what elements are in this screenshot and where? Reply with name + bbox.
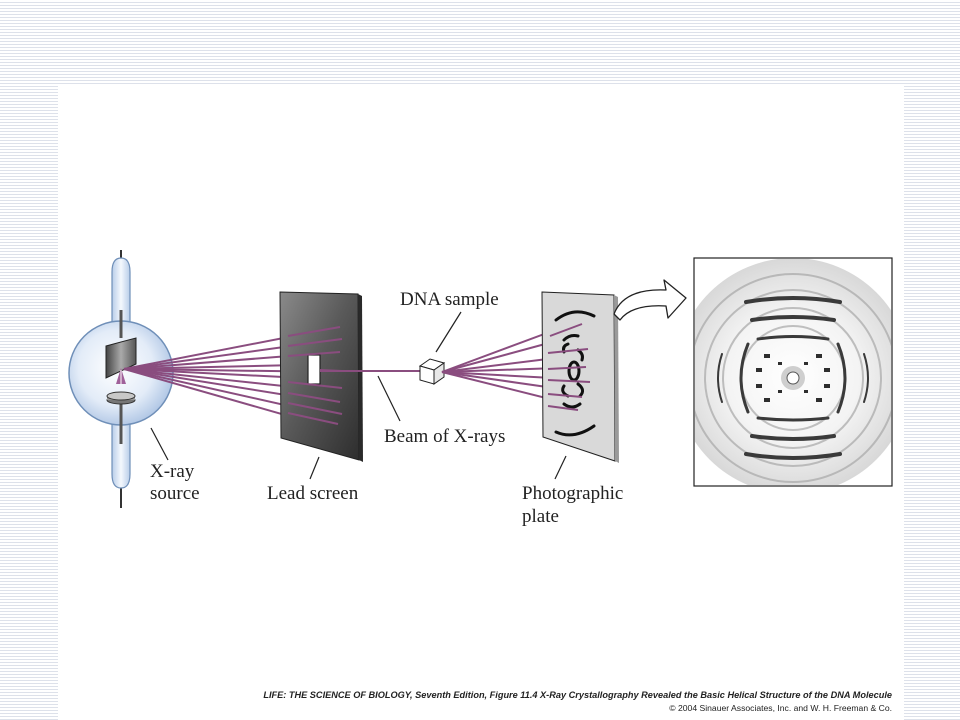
leader-lines xyxy=(150,311,567,480)
xray-tube xyxy=(68,250,174,508)
label-xray-source-1: X-ray xyxy=(150,461,195,482)
slide: DNA sample Beam of X-rays X-ray source L… xyxy=(58,84,904,720)
label-photographic-plate-2: plate xyxy=(522,506,559,527)
xray-crystallography-diagram: DNA sample Beam of X-rays X-ray source L… xyxy=(68,250,893,527)
label-lead-screen: Lead screen xyxy=(267,483,359,504)
label-beam-of-xrays: Beam of X-rays xyxy=(384,426,505,447)
photographic-plate xyxy=(541,291,619,463)
label-xray-source-2: source xyxy=(150,483,200,504)
copyright-notice: © 2004 Sinauer Associates, Inc. and W. H… xyxy=(669,703,892,713)
lead-screen xyxy=(279,291,363,462)
figure-caption: LIFE: THE SCIENCE OF BIOLOGY, Seventh Ed… xyxy=(263,690,892,700)
enlarge-arrow xyxy=(613,279,687,321)
dna-sample-cube xyxy=(418,358,446,385)
label-photographic-plate-1: Photographic xyxy=(522,483,623,504)
diffraction-photograph xyxy=(693,257,893,487)
label-dna-sample: DNA sample xyxy=(400,289,499,310)
